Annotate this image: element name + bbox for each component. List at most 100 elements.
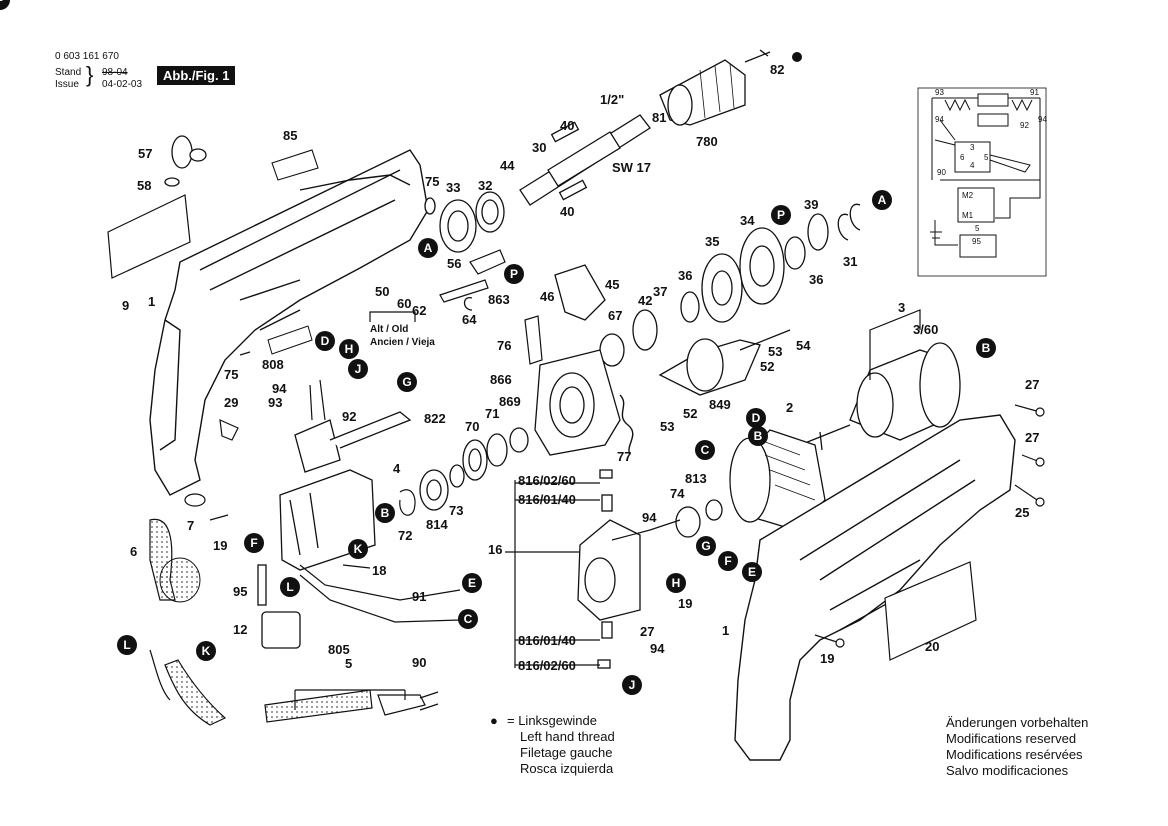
part-label: 95: [233, 584, 247, 599]
part-label: 35: [705, 234, 719, 249]
callout-letter: P: [0, 0, 4, 7]
callout-badge: [742, 562, 762, 582]
part-label: 822: [424, 411, 446, 426]
part-label: 52: [760, 359, 774, 374]
stator-2: [729, 429, 826, 531]
part-label: 94: [642, 510, 657, 525]
small-parts: [184, 351, 416, 569]
callout-letter: F: [250, 536, 257, 550]
part-label: 1/2": [600, 92, 624, 107]
schematic-label: 90: [937, 168, 946, 177]
bearings-lower: [675, 499, 723, 538]
callout-letter: A: [424, 241, 433, 255]
callout-badge: [315, 331, 335, 351]
part-label: 75: [425, 174, 439, 189]
part-label: 27: [640, 624, 654, 639]
part-label: 62: [412, 303, 426, 318]
callout-badges: AABBBCCDDEEFFGGHHJJKKLLPPP: [0, 0, 996, 695]
part-label: 7: [187, 518, 194, 533]
callout-letter: J: [355, 362, 362, 376]
part-label: 816/02/60: [518, 473, 576, 488]
part-label: 73: [449, 503, 463, 518]
part-label: 45: [605, 277, 619, 292]
legend-symbol: ●: [490, 713, 498, 728]
part-label: 39: [804, 197, 818, 212]
plate-76: [524, 315, 543, 365]
part-label: 5: [345, 656, 352, 671]
callout-letter: C: [464, 612, 473, 626]
part-label: 60: [397, 296, 411, 311]
callout-letter: E: [468, 576, 476, 590]
part-label: 1: [148, 294, 155, 309]
callout-letter: B: [754, 429, 763, 443]
legend-line-3: Filetage gauche: [520, 745, 613, 760]
part-label: 76: [497, 338, 511, 353]
callout-letter: A: [878, 193, 887, 207]
part-label: 4: [393, 461, 401, 476]
callout-badge: [244, 533, 264, 553]
spring-77: [619, 394, 634, 456]
callout-badge: [622, 675, 642, 695]
gear-train: [599, 213, 829, 367]
part-label: 92: [342, 409, 356, 424]
callout-badge: [718, 551, 738, 571]
callout-badge: [375, 503, 395, 523]
part-label: 27: [1025, 377, 1039, 392]
callout-letter: H: [672, 576, 681, 590]
part-label: 57: [138, 146, 152, 161]
schematic-label: 94: [1038, 115, 1047, 124]
part-label: 71: [485, 406, 499, 421]
callout-badge: [746, 408, 766, 428]
callout-badge: [666, 573, 686, 593]
left-hand-thread-dot: [792, 52, 802, 62]
callout-letter: C: [701, 443, 710, 457]
schematic-label: 5: [984, 153, 989, 162]
callout-badge: [348, 539, 368, 559]
callout-letter: G: [701, 539, 710, 553]
part-label: 36: [678, 268, 692, 283]
callout-badge: [748, 426, 768, 446]
part-label: 36: [809, 272, 823, 287]
old-note-line1: Alt / Old: [370, 324, 409, 335]
part-label: 6: [130, 544, 137, 559]
callout-letter: B: [381, 506, 390, 520]
schematic-label: 4: [970, 161, 975, 170]
part-label: 3: [898, 300, 905, 315]
part-label: 27: [1025, 430, 1039, 445]
notice-line-2: Modifications reserved: [946, 731, 1077, 746]
part-label: 816/01/40: [518, 633, 576, 648]
part-label: 91: [412, 589, 426, 604]
callout-badge: [117, 635, 137, 655]
callout-letter: G: [402, 375, 411, 389]
schematic-label: 5: [975, 224, 980, 233]
part-label: 866: [490, 372, 512, 387]
part-label: 53: [768, 344, 782, 359]
callout-badge: [504, 264, 524, 284]
part-label: 814: [426, 517, 448, 532]
part-label: 74: [670, 486, 685, 501]
issue-label: Issue: [55, 79, 79, 90]
callout-badge: [695, 440, 715, 460]
callout-badge: [280, 577, 300, 597]
callout-letter: K: [202, 644, 211, 658]
callout-badge: [458, 609, 478, 629]
schematic-label: 93: [935, 88, 944, 97]
spindle-30: [519, 114, 651, 206]
schematic-label: 6: [960, 153, 965, 162]
callout-letter: P: [777, 208, 785, 222]
part-label: 46: [540, 289, 554, 304]
left-housing: [149, 149, 429, 496]
switch-4: [279, 411, 412, 571]
old-date: 98-04: [102, 67, 128, 78]
part-label: 20: [925, 639, 939, 654]
plate-808: [267, 325, 313, 355]
part-label: 54: [796, 338, 811, 353]
legend-line-4: Rosca izquierda: [520, 761, 614, 776]
part-label: 12: [233, 622, 247, 637]
part-label: 90: [412, 655, 426, 670]
callout-letter: P: [510, 267, 518, 281]
